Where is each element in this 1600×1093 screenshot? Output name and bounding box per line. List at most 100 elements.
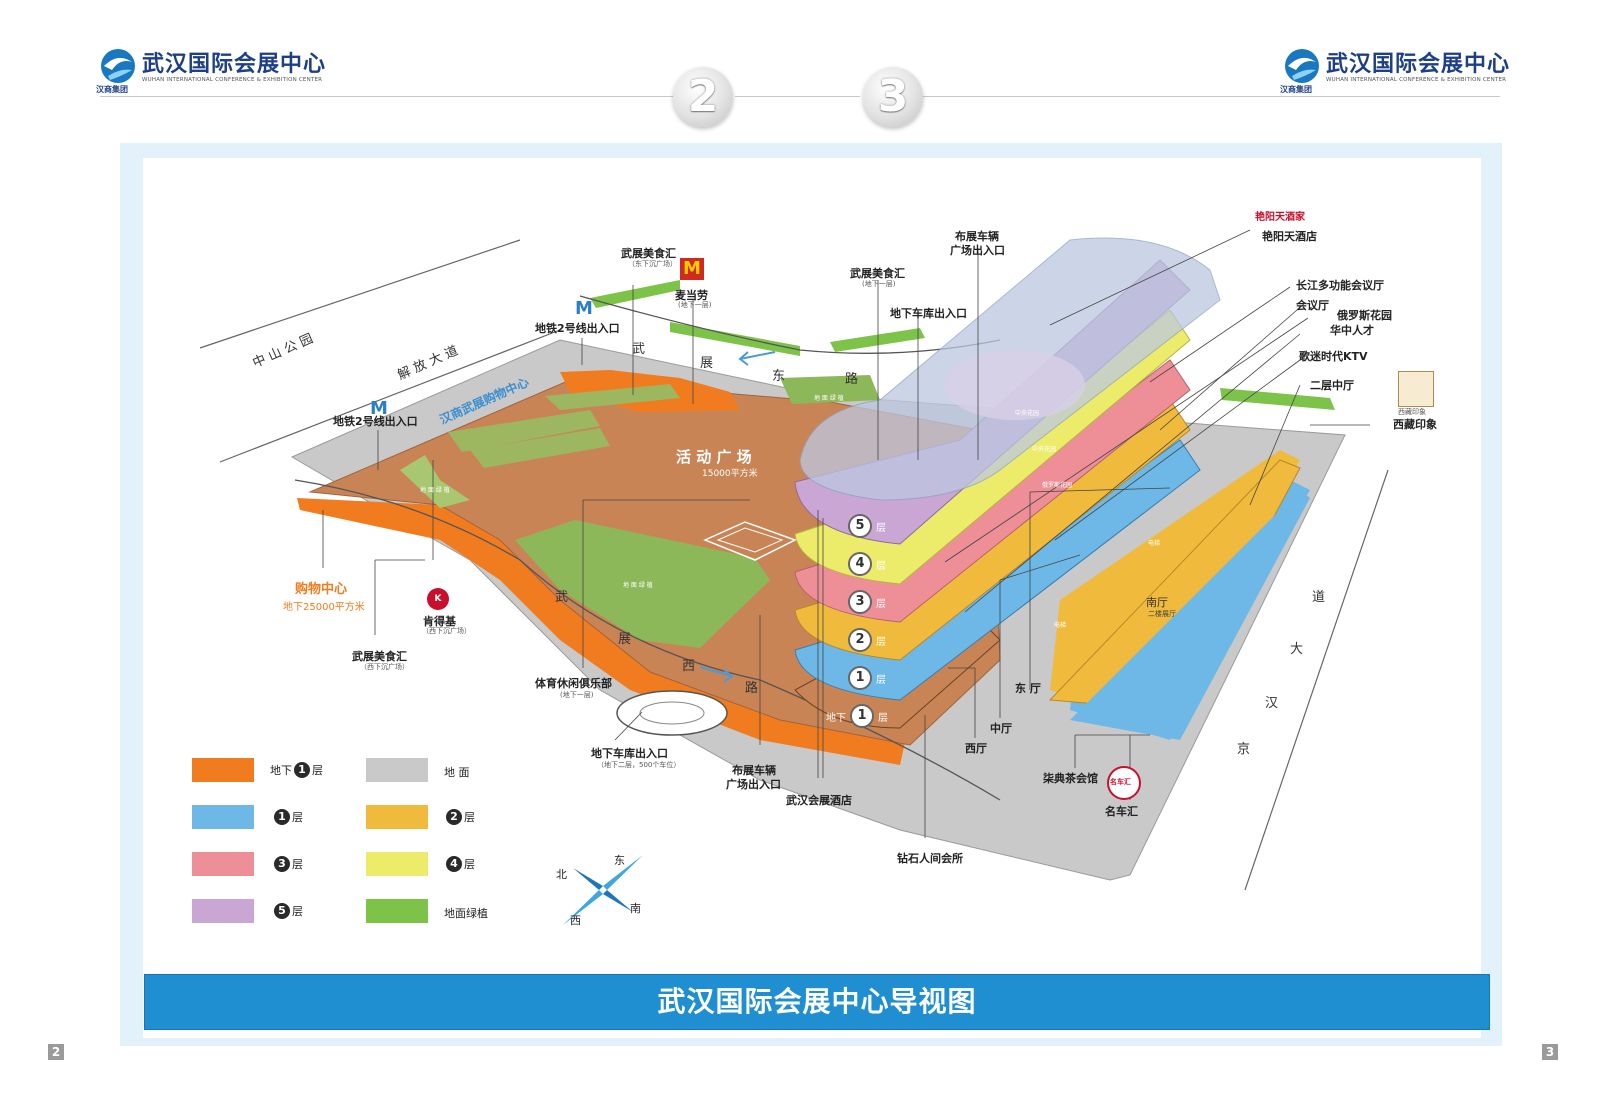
- road-wuzhan-west-4: 路: [745, 681, 759, 696]
- green-strip-2: [470, 428, 610, 468]
- garage-ring-inner: [639, 701, 705, 725]
- garage-exit-sub: （地下二层，500个车位）: [597, 761, 681, 769]
- elevator-1-label: 电梯: [1148, 540, 1161, 547]
- green-strip-1: [448, 410, 600, 452]
- leader-lines: [322, 229, 1370, 838]
- vehicle-exit-bottom-label: 布展车辆: [732, 764, 776, 777]
- header-line-left: [100, 96, 680, 97]
- legend-swatch-f3: [192, 852, 254, 876]
- food-east-sub: （东下沉广场）: [628, 260, 677, 268]
- road-wuzhan-west-1: 武: [555, 590, 569, 605]
- logo-cn-text: 武汉国际会展中心: [1326, 52, 1511, 77]
- car-club-label: 名车汇: [1105, 805, 1138, 818]
- logo-left: 汉商集团 武汉国际会展中心 WUHAN INTERNATIONAL CONFER…: [96, 48, 327, 94]
- vehicle-exit-top-label-2: 广场出入口: [950, 244, 1005, 257]
- food-center-label: 武展美食汇: [850, 267, 905, 280]
- logo-icon: 汉商集团: [96, 48, 138, 94]
- food-west-sub: （西下沉广场）: [360, 663, 409, 671]
- meeting-hall-label: 会议厅: [1296, 299, 1329, 312]
- corner-page-left: 2: [48, 1044, 64, 1060]
- legend-swatch-b1: [192, 758, 254, 782]
- legend-f5-suf: 层: [292, 905, 303, 918]
- road-jinghan-3: 大: [1290, 642, 1304, 657]
- green-road-right: [830, 328, 925, 352]
- road-east-curve: [579, 295, 1001, 354]
- logo-sub-text: 汉商集团: [1280, 85, 1312, 94]
- road-wuzhan-west-3: 西: [682, 659, 696, 674]
- green-label-1: 地 面 绿 植: [420, 487, 450, 494]
- plaza-label: 活 动 广 场: [676, 448, 752, 466]
- russian-garden-small-label: 俄罗斯花园: [1042, 482, 1073, 489]
- legend-text-ground: 地 面: [444, 766, 470, 779]
- road-wuzhan-east-1: 武: [632, 342, 646, 357]
- metro-exit-top-label: 地铁2号线出入口: [535, 322, 620, 335]
- floor2-hall-label: 二层中厅: [1310, 379, 1354, 392]
- metro-exit-left-label: 地铁2号线出入口: [333, 415, 418, 428]
- legend-f5-num: 5: [274, 903, 290, 919]
- page-number-right: 3: [863, 67, 923, 127]
- green-road-top: [590, 280, 680, 308]
- logo-icon: 汉商集团: [1280, 48, 1322, 94]
- header-line-right: [920, 96, 1500, 97]
- floor-tag-2-ceng: 层: [876, 636, 886, 648]
- page-number-left: 2: [673, 67, 733, 127]
- garage-exit-top-label: 地下车库出入口: [890, 307, 967, 320]
- road-jinghan-1: 京: [1237, 742, 1251, 757]
- road-west-curve: [294, 479, 1001, 801]
- floor-tag-5-ceng: 层: [876, 522, 886, 534]
- sports-club-sub: (地下一层): [560, 691, 594, 699]
- road-wuzhan-west-2: 展: [618, 632, 632, 647]
- floor-tag-b1-ceng: 层: [878, 712, 888, 724]
- green-patch-left: [400, 455, 470, 508]
- diamond-club-label: 钻石人间会所: [897, 852, 963, 865]
- floor-tag-3: 3 层: [848, 590, 886, 614]
- hotel-wuhan-label: 武汉会展酒店: [786, 794, 852, 807]
- floor-tag-4-num: 4: [848, 552, 872, 576]
- green-label-3: 地 面 绿 植: [814, 395, 844, 402]
- plaza-area-label: 15000平方米: [702, 469, 758, 479]
- mcdonalds-label: 麦当劳: [675, 289, 708, 302]
- legend-f1-num: 1: [274, 809, 290, 825]
- shopping-label: 购物中心: [295, 582, 348, 597]
- compass-west: 西: [570, 914, 581, 927]
- car-club-logo: [1107, 766, 1141, 800]
- floor-tag-b1-num: 1: [850, 704, 874, 728]
- legend-f4-suf: 层: [464, 858, 475, 871]
- legend-swatch-f2: [366, 805, 428, 829]
- legend-b1-suf: 层: [312, 764, 323, 777]
- car-club-brand: 名车汇: [1110, 778, 1131, 786]
- legend-text-f5: 5 层: [272, 903, 303, 919]
- legend-f2-num: 2: [446, 809, 462, 825]
- corner-page-right: 3: [1542, 1044, 1558, 1060]
- jiefang-road-line: [219, 329, 561, 463]
- legend-f3-num: 3: [274, 856, 290, 872]
- logo-right: 汉商集团 武汉国际会展中心 WUHAN INTERNATIONAL CONFER…: [1280, 48, 1511, 94]
- elevator-2-label: 电梯: [1054, 622, 1067, 629]
- jinghan-road-line: [1244, 469, 1389, 891]
- teahouse-label: 柒典茶会馆: [1043, 772, 1098, 785]
- legend-swatch-green: [366, 899, 428, 923]
- shopping-area-label: 地下25000平方米: [283, 602, 365, 613]
- map-title-banner: 武汉国际会展中心导视图: [144, 974, 1490, 1030]
- legend-f3-suf: 层: [292, 858, 303, 871]
- legend-swatch-ground: [366, 758, 428, 782]
- ktv-label: 歌迷时代KTV: [1299, 350, 1368, 363]
- legend-text-f2: 2 层: [444, 809, 475, 825]
- floor-tag-2-num: 2: [848, 628, 872, 652]
- legend-text-f3: 3 层: [272, 856, 303, 872]
- logo-sub-text: 汉商集团: [96, 85, 128, 94]
- compass-east: 东: [614, 854, 625, 867]
- floor-tag-5-num: 5: [848, 514, 872, 538]
- direction-arrows: [699, 351, 776, 683]
- hotel-label: 艳阳天酒店: [1262, 230, 1317, 243]
- green-road-east: [1220, 388, 1335, 410]
- logo-cn-text: 武汉国际会展中心: [142, 52, 327, 77]
- central-garden-oval: [945, 350, 1085, 420]
- floor-tag-2: 2 层: [848, 628, 886, 652]
- floor-tag-5: 5 层: [848, 514, 886, 538]
- compass-south: 南: [630, 902, 641, 915]
- vehicle-exit-top-label: 布展车辆: [955, 230, 999, 243]
- legend-b1-num: 1: [294, 762, 310, 778]
- green-label-2: 地 面 绿 植: [623, 582, 653, 589]
- logo-en-text: WUHAN INTERNATIONAL CONFERENCE & EXHIBIT…: [142, 77, 323, 83]
